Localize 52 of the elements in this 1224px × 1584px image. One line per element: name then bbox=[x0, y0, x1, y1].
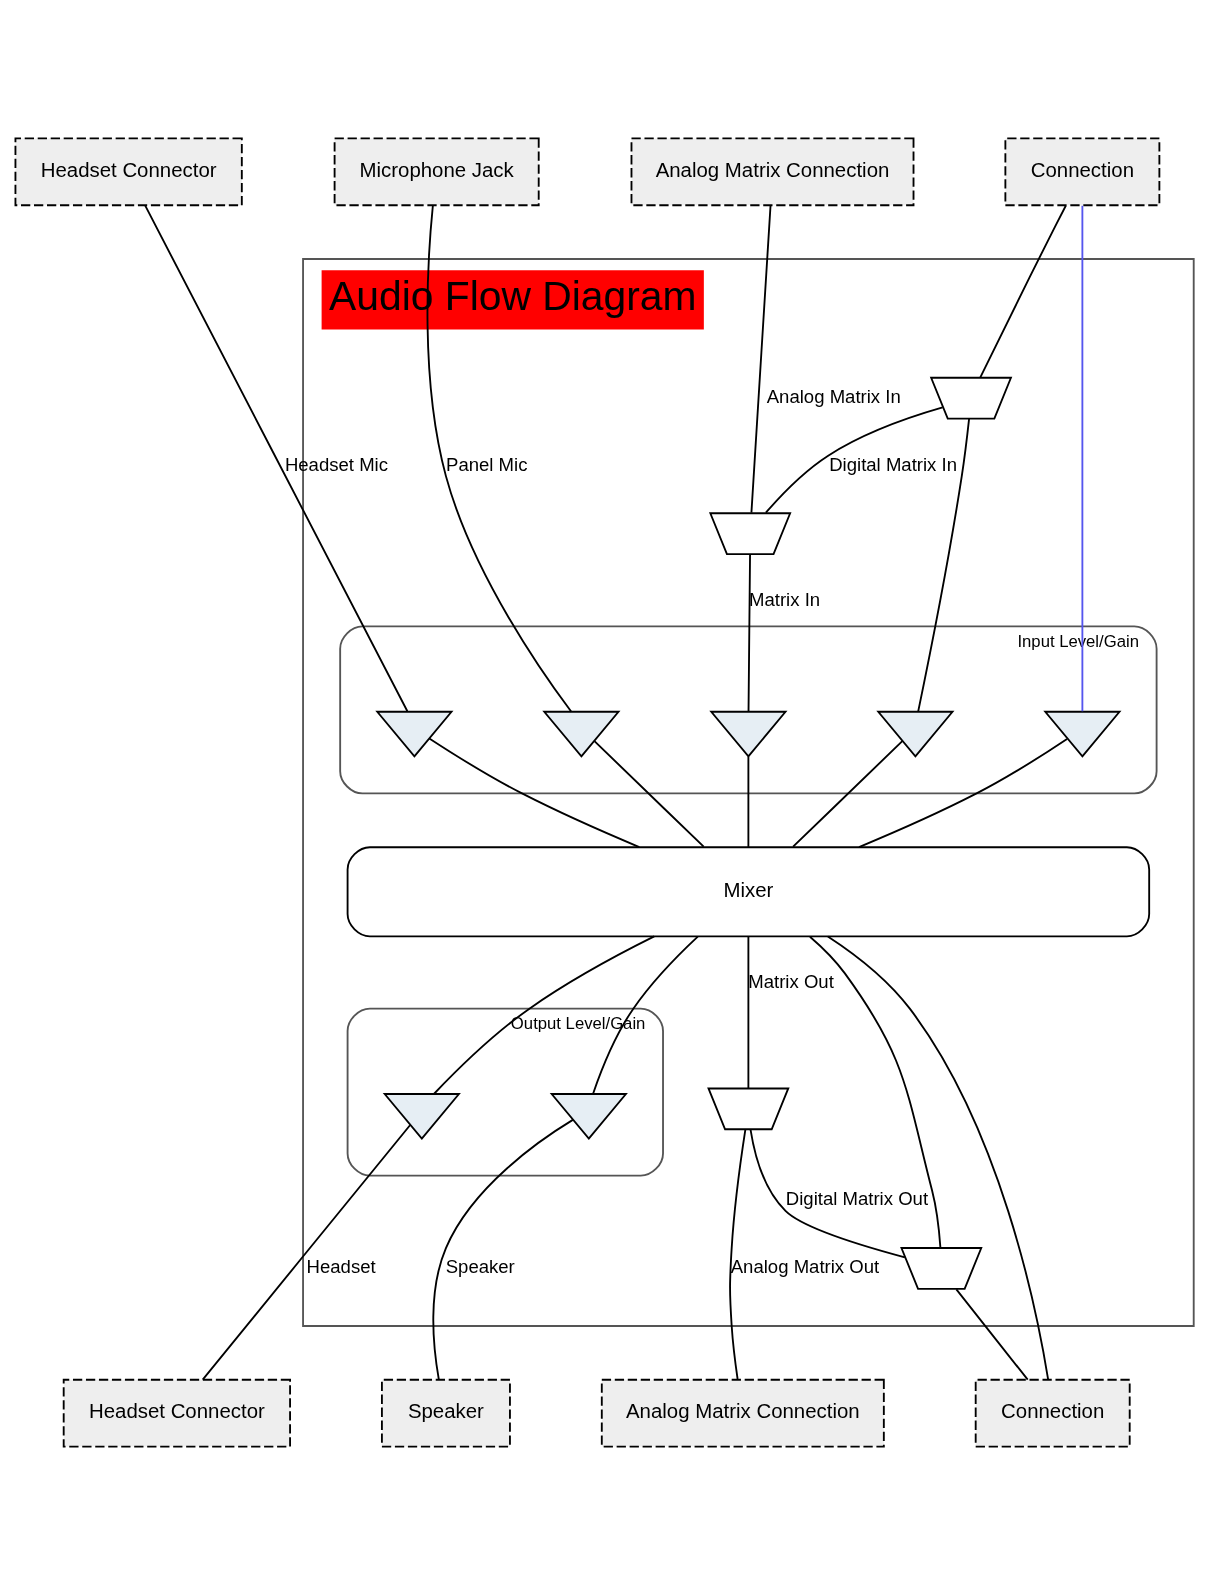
connector bbox=[826, 935, 1050, 1380]
connector bbox=[592, 935, 699, 1094]
connector bbox=[201, 1123, 411, 1381]
connector bbox=[426, 203, 573, 713]
connector bbox=[764, 406, 944, 514]
node-trapezoid bbox=[708, 511, 792, 555]
connector bbox=[1081, 204, 1084, 712]
connector bbox=[750, 204, 772, 514]
node-box: Microphone Jack bbox=[333, 137, 540, 206]
connector bbox=[809, 935, 942, 1248]
edge-label: Digital Matrix Out bbox=[785, 1187, 929, 1209]
node-triangle bbox=[375, 710, 454, 758]
node-box: Headset Connector bbox=[62, 1378, 291, 1447]
edge-label: Speaker bbox=[445, 1255, 515, 1277]
connector bbox=[593, 739, 705, 848]
edge-label: Panel Mic bbox=[446, 453, 528, 475]
connector bbox=[729, 1127, 747, 1380]
connector bbox=[747, 755, 750, 848]
node-box: Analog Matrix Connection bbox=[630, 137, 915, 206]
node-triangle bbox=[549, 1092, 628, 1140]
node-trapezoid bbox=[707, 1087, 790, 1130]
node-triangle bbox=[709, 710, 788, 758]
connector bbox=[747, 935, 750, 1089]
node-box: Analog Matrix Connection bbox=[600, 1378, 885, 1447]
connector bbox=[917, 417, 970, 712]
node-triangle bbox=[382, 1092, 461, 1140]
node-trapezoid bbox=[929, 376, 1013, 420]
node-box: Connection bbox=[1004, 137, 1161, 206]
connector bbox=[428, 737, 641, 848]
connector bbox=[747, 552, 751, 713]
connector bbox=[144, 204, 409, 712]
node-box: Speaker bbox=[381, 1378, 511, 1447]
node-trapezoid bbox=[900, 1246, 983, 1290]
edge-label: Matrix In bbox=[749, 588, 821, 610]
connector bbox=[749, 1128, 906, 1258]
node-triangle bbox=[1043, 710, 1122, 758]
node-box: Headset Connector bbox=[14, 137, 243, 206]
edge-label: Headset bbox=[306, 1255, 376, 1277]
connector bbox=[433, 935, 656, 1095]
connector bbox=[979, 204, 1067, 378]
edge-label: Matrix Out bbox=[748, 970, 834, 992]
connector bbox=[792, 739, 904, 848]
edge-label: Analog Matrix Out bbox=[730, 1255, 880, 1277]
connector bbox=[858, 737, 1068, 848]
node-triangle bbox=[876, 710, 955, 758]
edge-label: Digital Matrix In bbox=[829, 453, 958, 475]
connector bbox=[955, 1287, 1029, 1381]
connector bbox=[432, 1118, 574, 1380]
edge-label: Analog Matrix In bbox=[766, 385, 901, 407]
node-box: Connection bbox=[974, 1378, 1131, 1447]
node-box: Mixer bbox=[346, 845, 1151, 937]
node-triangle bbox=[542, 710, 621, 758]
